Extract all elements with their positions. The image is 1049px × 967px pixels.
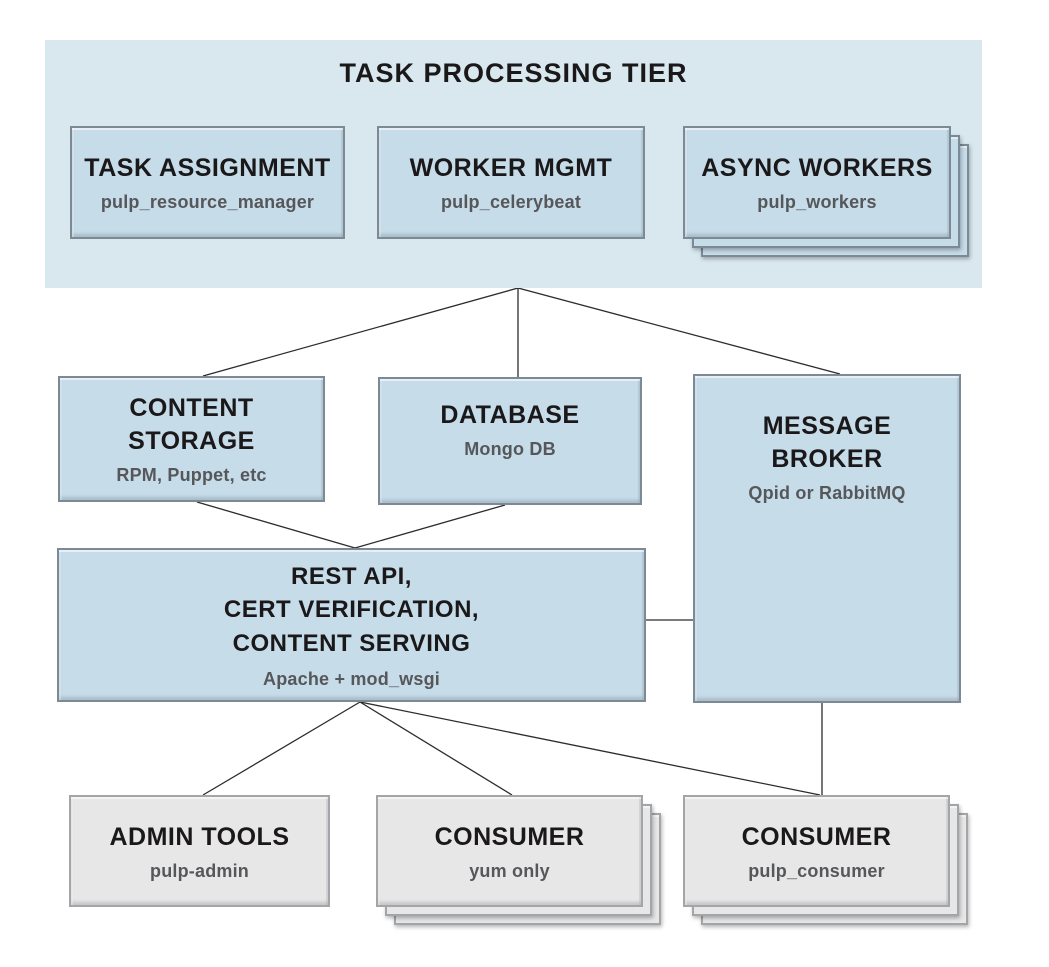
node-title: MESSAGE BROKER <box>762 412 892 473</box>
node-consumer-pulp: CONSUMER pulp_consumer <box>683 795 950 907</box>
node-async-workers: ASYNC WORKERS pulp_workers <box>683 126 951 239</box>
node-subtitle: RPM, Puppet, etc <box>116 465 267 485</box>
node-task-assignment: TASK ASSIGNMENT pulp_resource_manager <box>70 126 345 239</box>
node-title: WORKER MGMT <box>409 154 613 182</box>
node-database: DATABASE Mongo DB <box>378 377 642 505</box>
node-title: CONSUMER <box>741 822 892 851</box>
node-title: CONSUMER <box>434 822 585 851</box>
node-subtitle: pulp_consumer <box>748 860 885 881</box>
edge-rest-to-consumer-yum <box>359 701 513 796</box>
edge-database-to-rest <box>354 504 506 549</box>
edge-tier-to-message-broker <box>517 287 841 375</box>
node-title: ASYNC WORKERS <box>701 154 933 182</box>
node-subtitle: Mongo DB <box>464 439 556 459</box>
node-title: CONTENT STORAGE <box>128 394 255 455</box>
node-subtitle: pulp_resource_manager <box>100 192 315 212</box>
node-title: TASK ASSIGNMENT <box>84 154 331 182</box>
node-title: ADMIN TOOLS <box>109 822 290 851</box>
node-message-broker: MESSAGE BROKER Qpid or RabbitMQ <box>693 374 961 703</box>
node-rest-api: REST API, CERT VERIFICATION, CONTENT SER… <box>57 548 646 702</box>
node-title: REST API, CERT VERIFICATION, CONTENT SER… <box>223 563 480 657</box>
node-title: DATABASE <box>440 401 580 429</box>
node-subtitle: pulp_workers <box>757 192 877 212</box>
edge-rest-to-consumer-pulp <box>359 701 821 796</box>
node-consumer-yum: CONSUMER yum only <box>376 795 643 907</box>
tier-title: TASK PROCESSING TIER <box>339 58 688 88</box>
node-admin-tools: ADMIN TOOLS pulp-admin <box>69 795 330 907</box>
edge-content-storage-to-rest <box>196 501 356 549</box>
node-subtitle: Apache + mod_wsgi <box>263 668 440 689</box>
node-content-storage: CONTENT STORAGE RPM, Puppet, etc <box>58 376 325 502</box>
edge-tier-to-content-storage <box>202 287 519 377</box>
node-subtitle: Qpid or RabbitMQ <box>748 483 906 503</box>
node-subtitle: pulp-admin <box>150 860 249 881</box>
node-subtitle: pulp_celerybeat <box>440 192 582 212</box>
node-subtitle: yum only <box>469 860 550 881</box>
edge-rest-to-admin-tools <box>202 701 361 796</box>
node-worker-mgmt: WORKER MGMT pulp_celerybeat <box>377 126 645 239</box>
